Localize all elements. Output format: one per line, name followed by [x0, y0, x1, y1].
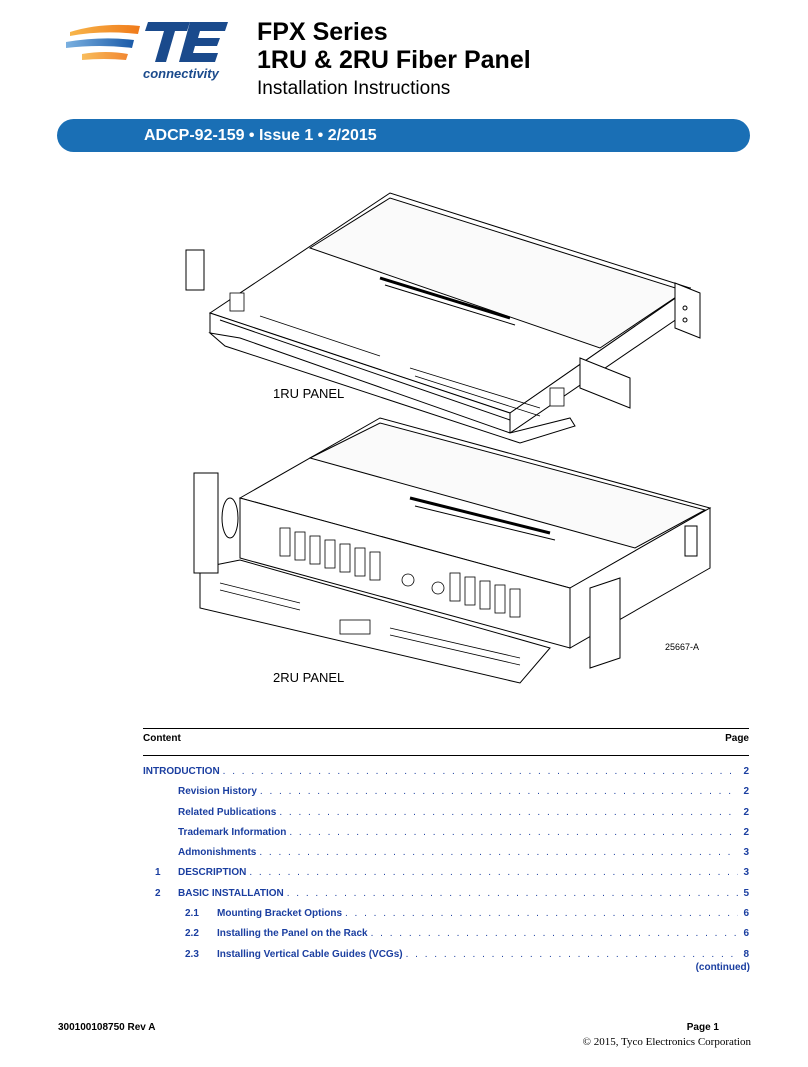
toc-entry-title[interactable]: Mounting Bracket Options: [217, 908, 342, 920]
toc-leader-dots: [223, 766, 738, 777]
toc-entry-page[interactable]: 6: [743, 928, 749, 940]
document-title-series: FPX Series: [257, 18, 388, 46]
toc-entry-page[interactable]: 2: [743, 826, 749, 838]
toc-entry-title[interactable]: DESCRIPTION: [178, 867, 247, 879]
te-connectivity-logo: [62, 14, 232, 84]
toc-leader-dots: [406, 949, 738, 960]
figure-label-2ru: 2RU PANEL: [273, 670, 345, 685]
fiber-panel-illustration: [180, 188, 720, 708]
document-id-banner: ADCP-92-159 • Issue 1 • 2/2015: [57, 119, 750, 152]
title-block: FPX Series 1RU & 2RU Fiber Panel Install…: [257, 18, 531, 102]
footer-doc-number: 300100108750 Rev A: [58, 1022, 156, 1033]
toc-leader-dots: [371, 928, 738, 939]
toc-entry[interactable]: Admonishments 3: [143, 847, 749, 867]
toc-entry-page[interactable]: 5: [743, 887, 749, 899]
logo-tagline: connectivity: [143, 66, 219, 81]
1ru-panel-drawing: [185, 192, 701, 444]
toc-entry-page[interactable]: 2: [743, 766, 749, 777]
toc-entry-page[interactable]: 8: [743, 948, 749, 960]
figure-label-1ru: 1RU PANEL: [273, 386, 345, 401]
toc-entry[interactable]: INTRODUCTION 2: [143, 766, 749, 786]
toc-header-rule: [143, 755, 749, 756]
toc-entry-page[interactable]: 6: [743, 908, 749, 920]
toc-leader-dots: [260, 786, 738, 797]
toc-header-page: Page: [725, 733, 749, 744]
footer-page-number: Page 1: [686, 1022, 719, 1033]
toc-leader-dots: [249, 867, 738, 878]
toc-entry[interactable]: Revision History 2: [143, 786, 749, 806]
toc-entry-page[interactable]: 3: [743, 867, 749, 879]
toc-entry-title[interactable]: Installing the Panel on the Rack: [217, 928, 368, 940]
toc-entries: INTRODUCTION2Revision History2Related Pu…: [143, 766, 749, 969]
document-subtitle: Installation Instructions: [257, 78, 451, 99]
toc-entry-title[interactable]: BASIC INSTALLATION: [178, 887, 284, 899]
toc-entry[interactable]: Related Publications 2: [143, 807, 749, 827]
toc-header-content: Content: [143, 733, 181, 744]
toc-continued: (continued): [695, 962, 750, 973]
toc-entry-title[interactable]: Revision History: [178, 786, 257, 798]
toc-entry-title[interactable]: Admonishments: [178, 847, 257, 859]
figure-number: 25667-A: [665, 642, 700, 652]
document-title-product: 1RU & 2RU Fiber Panel: [257, 46, 531, 74]
toc-leader-dots: [289, 827, 738, 838]
toc-entry-page[interactable]: 3: [743, 847, 749, 859]
toc-leader-dots: [279, 807, 738, 818]
toc-entry-title[interactable]: INTRODUCTION: [143, 766, 220, 777]
toc-header: Content Page: [143, 733, 749, 755]
toc-entry-page[interactable]: 2: [743, 806, 749, 818]
toc-entry-title[interactable]: Trademark Information: [178, 826, 287, 838]
table-of-contents: Content Page INTRODUCTION2Revision Histo…: [143, 728, 749, 969]
toc-entry[interactable]: Trademark Information 2: [143, 827, 749, 847]
toc-entry-title[interactable]: Installing Vertical Cable Guides (VCGs): [217, 948, 403, 960]
toc-entry-title[interactable]: Related Publications: [178, 806, 277, 818]
toc-entry[interactable]: 1DESCRIPTION3: [143, 867, 749, 887]
toc-leader-dots: [259, 847, 738, 858]
2ru-panel-drawing: [193, 417, 712, 684]
toc-leader-dots: [287, 888, 738, 899]
toc-leader-dots: [345, 908, 738, 919]
toc-entry-page[interactable]: 2: [743, 786, 749, 798]
footer-copyright: © 2015, Tyco Electronics Corporation: [582, 1036, 751, 1048]
toc-top-rule: [143, 728, 749, 729]
